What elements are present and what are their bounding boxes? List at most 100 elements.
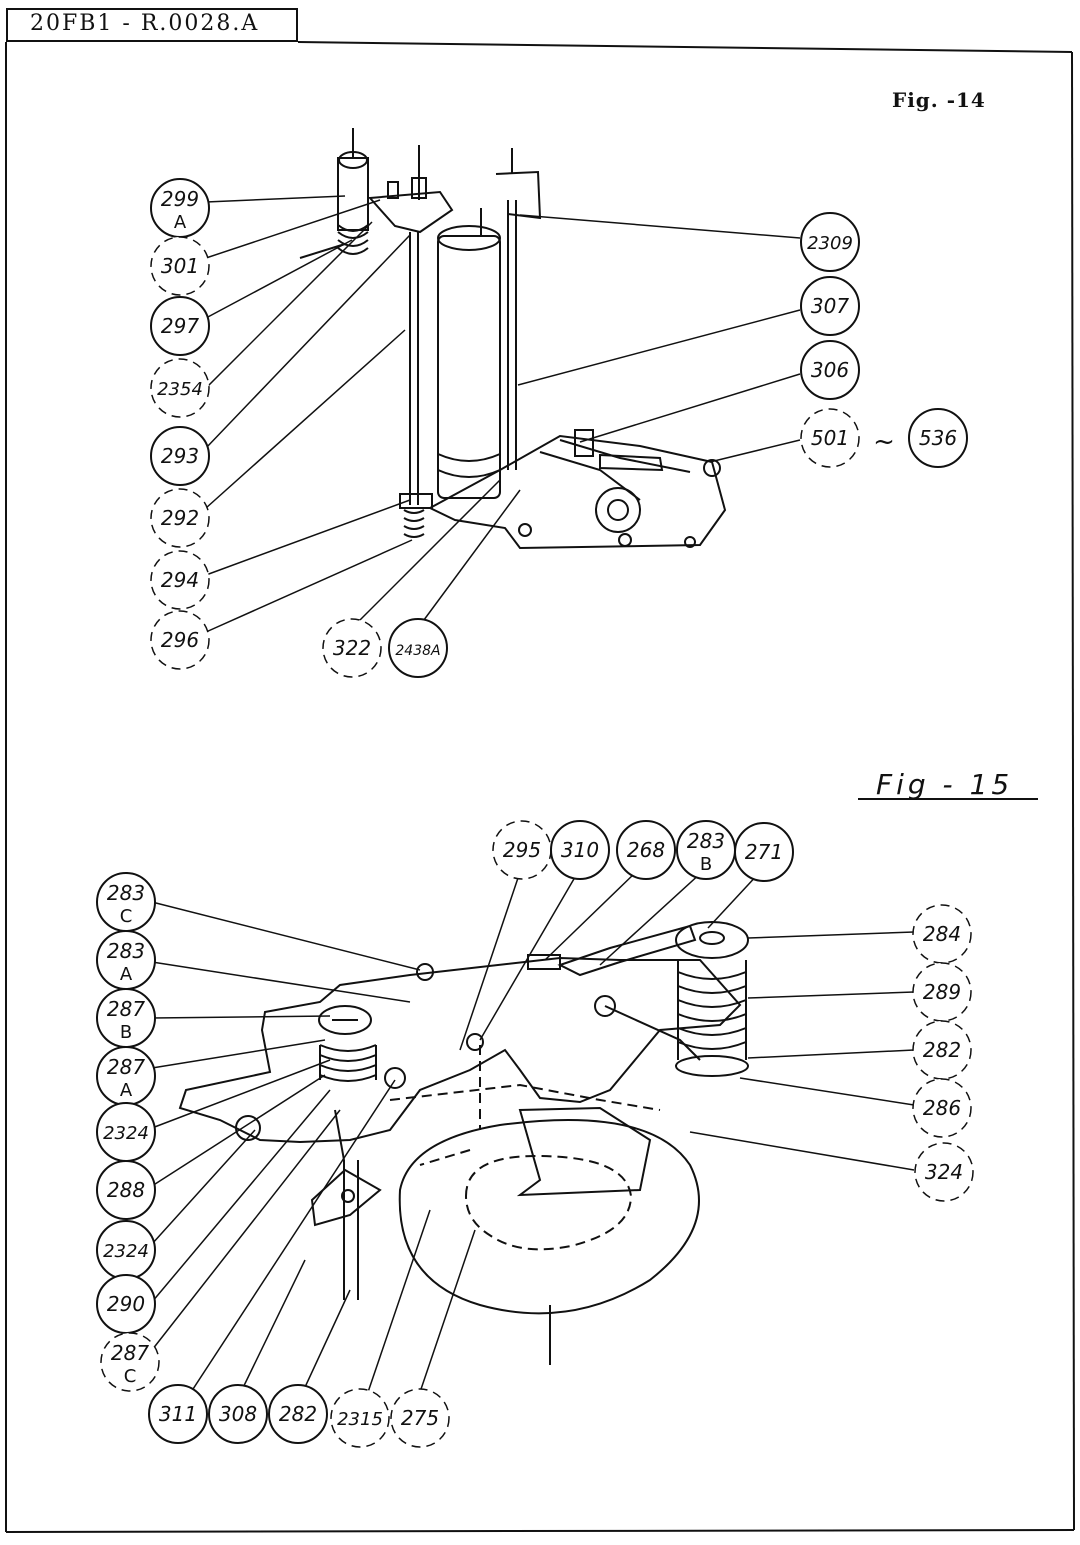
callout-number: 296 (161, 628, 199, 652)
fig15-callout-290: 290 (96, 1274, 156, 1334)
callout-circle (734, 822, 794, 882)
callout-number: 283 (687, 829, 725, 853)
fig15-title-underline (858, 798, 1038, 800)
callout-circle (150, 236, 210, 296)
fig15-callout-282: 282 (912, 1020, 972, 1080)
callout-circle (330, 1388, 390, 1448)
fig15-callout-271: 271 (734, 822, 794, 882)
callout-number: 287 (107, 997, 145, 1021)
callout-circle (390, 1388, 450, 1448)
callout-suffix: C (120, 906, 133, 927)
callout-circle (150, 488, 210, 548)
fig14-callout-307: 307 (800, 276, 860, 336)
callout-number: 536 (919, 426, 957, 450)
fig15-callout-289: 289 (912, 962, 972, 1022)
callout-number: 2324 (103, 1123, 149, 1144)
callout-number: 322 (333, 636, 371, 660)
callout-number: 2315 (337, 1409, 383, 1430)
fig14-range-sign: ~ (873, 427, 895, 457)
callout-circle (150, 610, 210, 670)
callout-suffix: A (174, 212, 187, 233)
fig14-callout-501: 501 (800, 408, 860, 468)
fig14-bobbin (437, 208, 501, 499)
callout-circle (800, 212, 860, 272)
fig15-lever-arm (416, 924, 701, 1061)
callout-number: 2309 (807, 233, 853, 254)
fig15-bottom-shaft (310, 1033, 484, 1300)
callout-circle (96, 1274, 156, 1334)
callout-circle (550, 820, 610, 880)
callout-suffix: A (120, 964, 133, 985)
fig14-callout-306: 306 (800, 340, 860, 400)
callout-circle (268, 1384, 328, 1444)
callout-circle (322, 618, 382, 678)
callout-circle (150, 426, 210, 486)
fig14-callout-2438A: 2438A (388, 618, 448, 678)
fig14-shaft-left (399, 232, 433, 538)
fig15-callout-2324: 2324 (96, 1102, 156, 1162)
callout-suffix: A (120, 1080, 133, 1101)
callout-suffix: C (124, 1366, 137, 1387)
callout-number: 283 (107, 939, 145, 963)
callout-number: 292 (161, 506, 199, 530)
fig14-callout-301: 301 (150, 236, 210, 296)
callout-number: 286 (923, 1096, 961, 1120)
callout-number: 306 (811, 358, 849, 382)
fig14-callout-2354: 2354 (150, 358, 210, 418)
callout-number: 307 (811, 294, 849, 318)
callout-number: 310 (561, 838, 599, 862)
callout-circle (800, 408, 860, 468)
callout-number: 293 (161, 444, 199, 468)
fig14-spool-post (299, 128, 369, 259)
doc-id: 20FB1 - R.0028.A (30, 11, 260, 36)
fig15-callout-275: 275 (390, 1388, 450, 1448)
fig15-callout-284: 284 (912, 904, 972, 964)
callout-circle (150, 550, 210, 610)
callout-number: 275 (401, 1406, 439, 1430)
callout-circle (616, 820, 676, 880)
callout-circle (800, 276, 860, 336)
callout-number: 294 (161, 568, 199, 592)
fig15-spring-right (675, 921, 749, 1077)
fig14-callout-297: 297 (150, 296, 210, 356)
callout-number: 268 (627, 838, 665, 862)
callout-circle (800, 340, 860, 400)
callout-number: 282 (923, 1038, 961, 1062)
callout-number: 283 (107, 881, 145, 905)
callout-suffix: B (700, 854, 712, 875)
callout-number: 290 (107, 1292, 145, 1316)
fig14-base-plate (427, 429, 727, 550)
fig15-callout-288: 288 (96, 1160, 156, 1220)
callout-circle (100, 1332, 160, 1392)
callout-circle (912, 1078, 972, 1138)
callout-circle (908, 408, 968, 468)
fig14-upper-plate (367, 145, 454, 234)
callout-circle (914, 1142, 974, 1202)
callout-circle (388, 618, 448, 678)
callout-number: 2438A (395, 643, 440, 659)
callout-number: 295 (503, 838, 541, 862)
fig14-callout-2309: 2309 (800, 212, 860, 272)
fig15-callout-286: 286 (912, 1078, 972, 1138)
callout-number: 311 (159, 1402, 197, 1426)
fig14-callout-536: 536 (908, 408, 968, 468)
fig14-callout-292: 292 (150, 488, 210, 548)
callout-number: 299 (161, 187, 199, 211)
fig15-callout-282: 282 (268, 1384, 328, 1444)
fig15-title: Fig - 15 (876, 768, 1014, 801)
callout-number: 287 (111, 1341, 149, 1365)
callout-circle (150, 358, 210, 418)
fig14-callout-293: 293 (150, 426, 210, 486)
callout-circle (96, 1160, 156, 1220)
